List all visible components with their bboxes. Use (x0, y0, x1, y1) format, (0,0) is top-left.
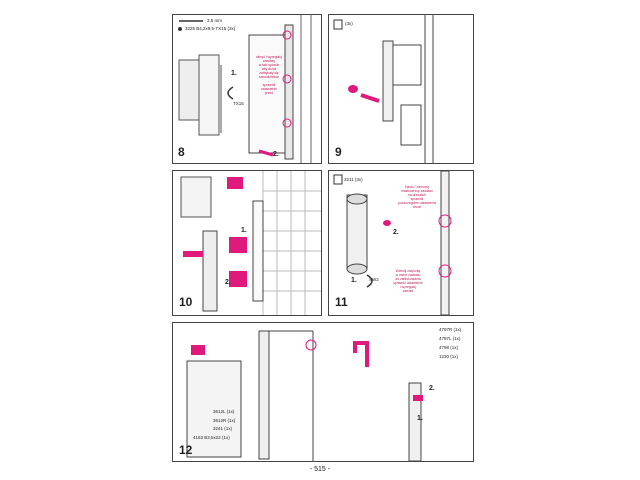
step-number: 11 (335, 295, 348, 309)
label-3: 3241 (1x) (213, 426, 233, 431)
qty-label: (3x) (345, 21, 353, 26)
callout-1: 1. (231, 70, 237, 77)
part-1: 4797R (1x) (439, 327, 462, 332)
callout-2: 2. (225, 279, 231, 286)
part-3: 4798 (1x) (439, 345, 459, 350)
callout-2: 2. (393, 229, 399, 236)
step-12-illustration (186, 330, 423, 461)
step-number: 10 (179, 295, 193, 309)
step-9-illustration (333, 15, 434, 163)
note-bottom: Wciśnij zatyczkę w otwór zawiasu do zabl… (393, 269, 423, 293)
part-2: 4797L (1x) (439, 336, 461, 341)
panel-step-12: 4797R (1x) 4797L (1x) 4798 (1x) 1230 (1x… (172, 322, 474, 462)
qty-label: 3211 (3x) (344, 177, 363, 182)
step-10-illustration (180, 171, 321, 315)
spec-screw: 3225 B4,2x9,5-TX15 (3x) (185, 26, 236, 31)
step-number: 8 (178, 145, 185, 159)
callout-1: 1. (351, 277, 357, 284)
step-8-illustration (178, 15, 312, 163)
panel-step-8: 3,5 mm 3225 B4,2x9,5-TX15 (3x) 1. TX15 2… (172, 14, 322, 164)
spec-drill: 3,5 mm (207, 18, 223, 23)
panel-step-9: (3x) 9 (328, 14, 474, 164)
step-number: 9 (335, 145, 342, 159)
step-number: 12 (179, 443, 193, 457)
step-11-illustration (333, 171, 452, 315)
page-number: - 515 - (309, 466, 331, 473)
adjust-note: wkręć i wyreguluj zawiasy w taki sposób … (256, 55, 282, 95)
label-2: 3612R (1x) (213, 418, 236, 423)
callout-2: 2. (273, 151, 279, 158)
label-1: 3612L (1x) (213, 409, 235, 414)
callout-1: 1. (241, 227, 247, 234)
callout-2: 2. (429, 385, 435, 392)
part-4: 1230 (1x) (439, 354, 459, 359)
callout-1-sub: SW2 (369, 277, 379, 282)
note-top: Hasło / zamocuj maskownicę zawiasu na dr… (398, 185, 436, 209)
panel-step-10: 1. 2. 10 (172, 170, 322, 316)
label-4: 4163 B3,5x22 (1x) (193, 435, 230, 440)
callout-1-sub: TX15 (233, 101, 244, 106)
panel-step-11: 3211 (3x) 2. 1. SW2 Hasło / zamocuj mask… (328, 170, 474, 316)
callout-1: 1. (417, 415, 423, 422)
